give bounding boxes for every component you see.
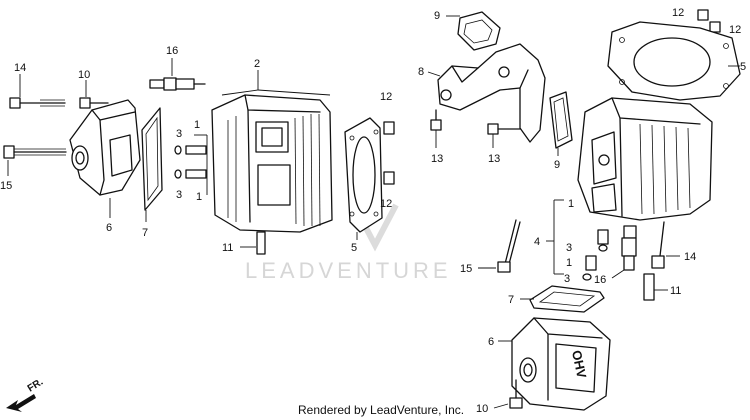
callout-2[interactable]: 2 xyxy=(254,58,260,70)
callout-13[interactable]: 13 xyxy=(488,153,500,165)
bolt-10-right xyxy=(509,379,523,409)
gasket-9-right xyxy=(549,91,573,149)
callout-16[interactable]: 16 xyxy=(594,274,606,286)
callout-11[interactable]: 11 xyxy=(222,242,233,254)
dowel-12-right-a xyxy=(697,9,709,21)
spark-plug-16-right xyxy=(621,225,637,271)
callout-9[interactable]: 9 xyxy=(434,10,440,22)
dowel-11-right xyxy=(643,273,655,301)
front-direction-arrow: FR. xyxy=(6,377,45,412)
bolt-15-left xyxy=(3,145,67,159)
head-gasket-5-right xyxy=(607,21,741,101)
watermark-text: LEADVENTURE xyxy=(245,258,452,283)
callout-8[interactable]: 8 xyxy=(418,66,424,78)
rocker-cover-6-left xyxy=(69,99,141,196)
callout-12[interactable]: 12 xyxy=(729,24,741,36)
dowel-12-left xyxy=(383,121,395,185)
callout-14[interactable]: 14 xyxy=(14,62,26,74)
callout-4[interactable]: 4 xyxy=(534,236,540,248)
callout-15[interactable]: 15 xyxy=(460,263,472,275)
rocker-cover-6-right: OHV xyxy=(511,317,611,411)
callout-3[interactable]: 3 xyxy=(176,128,182,140)
cylinder-head-2-left xyxy=(211,94,333,233)
callout-10[interactable]: 10 xyxy=(78,69,90,81)
bolt-10-left xyxy=(79,97,109,109)
callout-1[interactable]: 1 xyxy=(194,119,200,131)
cylinder-head-right xyxy=(577,97,713,221)
fr-label: FR. xyxy=(26,377,46,395)
callout-3[interactable]: 3 xyxy=(564,273,570,285)
gasket-9-top xyxy=(457,11,501,51)
callout-6[interactable]: 6 xyxy=(488,336,494,348)
callout-1[interactable]: 1 xyxy=(566,257,572,269)
callout-15[interactable]: 15 xyxy=(0,180,12,192)
callout-13[interactable]: 13 xyxy=(431,153,443,165)
callout-12[interactable]: 12 xyxy=(380,198,392,210)
gasket-7-right xyxy=(529,285,605,313)
callout-11[interactable]: 11 xyxy=(670,285,681,297)
dowel-12-right-b xyxy=(709,21,721,33)
bolt-14-left xyxy=(9,97,66,109)
valve-guides-left xyxy=(174,145,207,179)
bracket-8 xyxy=(437,43,546,143)
callout-1[interactable]: 1 xyxy=(196,191,202,203)
callout-1[interactable]: 1 xyxy=(568,198,574,210)
callout-14[interactable]: 14 xyxy=(684,251,696,263)
gasket-7-left xyxy=(141,107,163,211)
callout-16[interactable]: 16 xyxy=(166,45,178,57)
callout-3[interactable]: 3 xyxy=(176,189,182,201)
head-gasket-5-left xyxy=(344,117,383,233)
valve-guides-right xyxy=(582,229,609,281)
callout-6[interactable]: 6 xyxy=(106,222,112,234)
callout-10[interactable]: 10 xyxy=(476,403,488,415)
dowel-11-left xyxy=(256,231,266,255)
callout-12[interactable]: 12 xyxy=(672,7,684,19)
callout-5[interactable]: 5 xyxy=(740,61,746,73)
callout-7[interactable]: 7 xyxy=(508,294,514,306)
callout-9[interactable]: 9 xyxy=(554,159,560,171)
cover-embossed-logo: OHV xyxy=(569,349,590,380)
bolt-13-b xyxy=(487,123,521,135)
bolt-13-a xyxy=(430,109,442,131)
callout-5[interactable]: 5 xyxy=(351,242,357,254)
bolt-14-right xyxy=(651,221,665,269)
watermark-logo: LEADVENTURE xyxy=(245,203,452,283)
callout-7[interactable]: 7 xyxy=(142,227,148,239)
credit-text: Rendered by LeadVenture, Inc. xyxy=(298,403,464,417)
callout-3[interactable]: 3 xyxy=(566,242,572,254)
stud-15-right xyxy=(497,219,521,273)
callout-12[interactable]: 12 xyxy=(380,91,392,103)
spark-plug-16-left xyxy=(149,77,206,91)
